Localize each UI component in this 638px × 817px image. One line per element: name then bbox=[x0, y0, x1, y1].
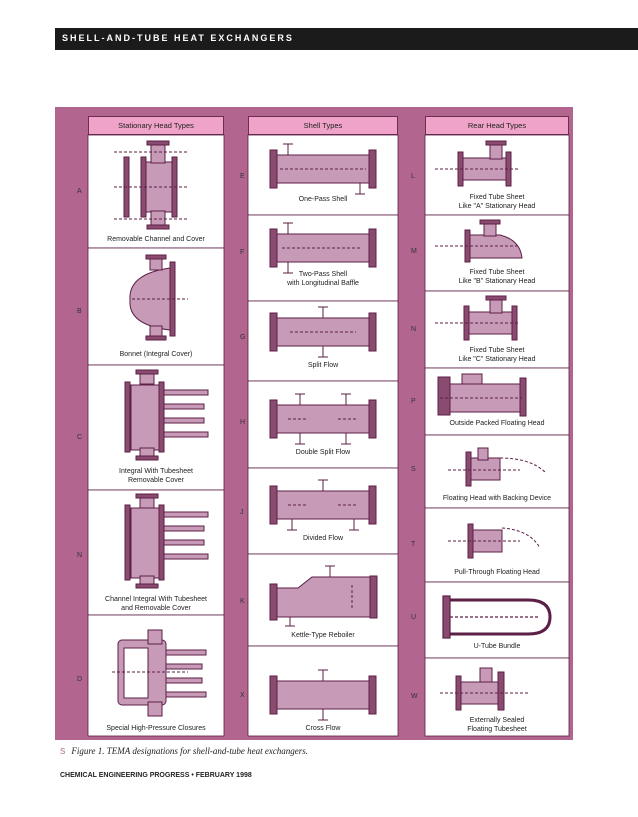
rear-label-U: U-Tube Bundle bbox=[473, 643, 521, 650]
column-header-stationary: Stationary Head Types bbox=[88, 116, 224, 135]
shell-letter-H: H bbox=[240, 419, 246, 426]
shell-letter-J: J bbox=[240, 509, 244, 516]
rear-label-M: Fixed Tube Sheet Like "B" Stationary Hea… bbox=[458, 269, 536, 285]
caption-marker: S bbox=[60, 747, 66, 756]
page-footer: CHEMICAL ENGINEERING PROGRESS • FEBRUARY… bbox=[60, 772, 252, 779]
shell-label-J: Divided Flow bbox=[302, 535, 344, 542]
shell-label-H: Double Split Flow bbox=[295, 449, 351, 456]
figure-caption: S Figure 1. TEMA designations for shell-a… bbox=[60, 746, 308, 756]
header-bar bbox=[55, 28, 638, 50]
rear-letter-S: S bbox=[411, 466, 416, 473]
shell-label-G: Split Flow bbox=[307, 362, 339, 369]
stationary-label-N: Channel Integral With Tubesheet and Remo… bbox=[105, 596, 207, 612]
shell-label-X: Cross Flow bbox=[305, 725, 341, 732]
rear-letter-T: T bbox=[411, 541, 416, 548]
stationary-label-B: Bonnet (Integral Cover) bbox=[119, 351, 193, 358]
rear-label-S: Floating Head with Backing Device bbox=[442, 495, 552, 502]
caption-text: Figure 1. TEMA designations for shell-an… bbox=[71, 746, 309, 756]
shell-letter-F: F bbox=[240, 249, 245, 256]
rear-letter-M: M bbox=[411, 248, 417, 255]
column-header-shell: Shell Types bbox=[248, 116, 398, 135]
rear-letter-N: N bbox=[411, 326, 417, 333]
shell-letter-G: G bbox=[240, 334, 246, 341]
stationary-label-D: Special High-Pressure Closures bbox=[106, 725, 206, 732]
shell-label-F: Two-Pass Shell with Longitudinal Baffle bbox=[287, 271, 359, 287]
stationary-letter-A: A bbox=[77, 188, 82, 195]
rear-letter-P: P bbox=[411, 398, 416, 405]
stationary-letter-D: D bbox=[77, 676, 83, 683]
column-header-rear: Rear Head Types bbox=[425, 116, 569, 135]
rear-label-T: Pull-Through Floating Head bbox=[454, 569, 540, 576]
rear-label-L: Fixed Tube Sheet Like "A" Stationary Hea… bbox=[458, 194, 536, 210]
shell-letter-K: K bbox=[240, 598, 245, 605]
shell-letter-X: X bbox=[240, 692, 245, 699]
shell-letter-E: E bbox=[240, 173, 245, 180]
rear-letter-U: U bbox=[411, 614, 417, 621]
shell-label-E: One-Pass Shell bbox=[298, 196, 348, 203]
stationary-letter-C: C bbox=[77, 434, 83, 441]
rear-label-N: Fixed Tube Sheet Like "C" Stationary Hea… bbox=[458, 347, 536, 363]
stationary-label-C: Integral With Tubesheet Removable Cover bbox=[119, 468, 193, 484]
rear-letter-L: L bbox=[411, 173, 415, 180]
stationary-label-A: Removable Channel and Cover bbox=[107, 236, 205, 243]
rear-label-W: Externally Sealed Floating Tubesheet bbox=[467, 717, 527, 733]
rear-letter-W: W bbox=[411, 693, 418, 700]
stationary-letter-B: B bbox=[77, 308, 82, 315]
rear-label-P: Outside Packed Floating Head bbox=[449, 420, 545, 427]
stationary-letter-N: N bbox=[77, 552, 83, 559]
shell-label-K: Kettle-Type Reboiler bbox=[291, 632, 355, 639]
page-header-title: SHELL-AND-TUBE HEAT EXCHANGERS bbox=[62, 33, 294, 43]
